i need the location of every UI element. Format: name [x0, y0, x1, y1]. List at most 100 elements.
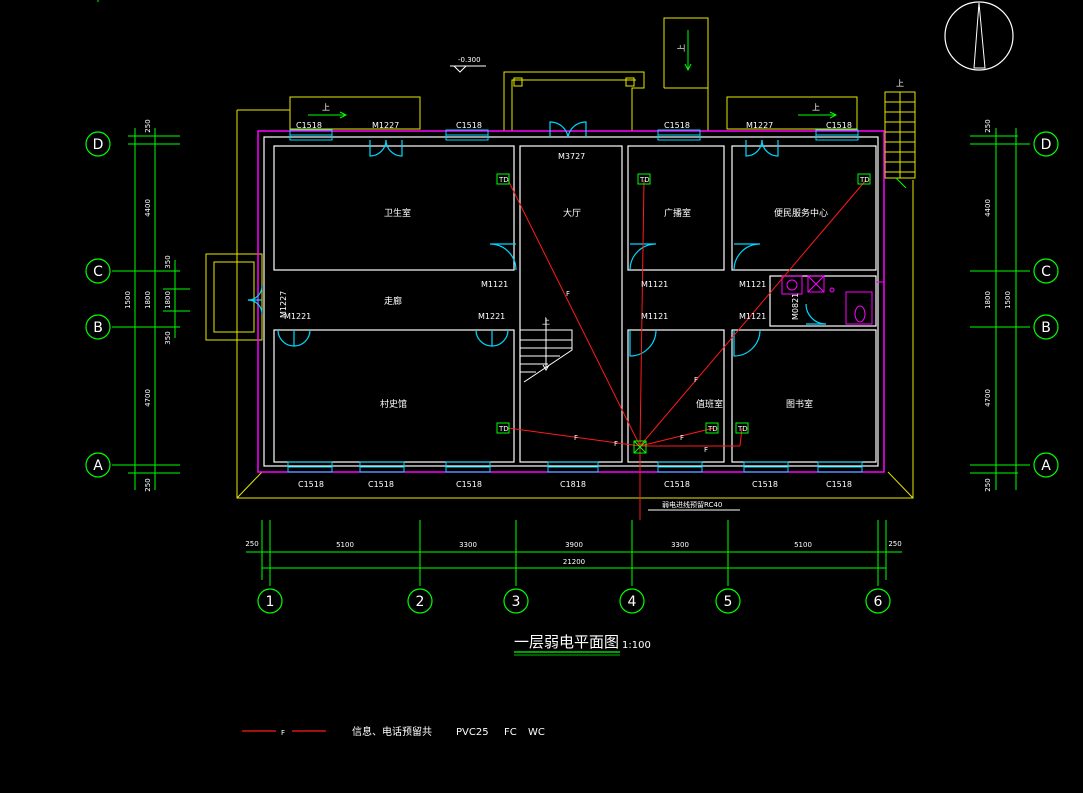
axis-label-row: A [93, 458, 103, 474]
stair-up-label: 上 [677, 44, 686, 52]
axis-label-row: D [1041, 137, 1052, 153]
wire-f-label: F [574, 434, 578, 442]
axis-label-col: 3 [512, 594, 521, 610]
legend-spec: PVC25 [456, 727, 489, 738]
dim-label: 5100 [794, 541, 812, 549]
socket-td-label: TD [498, 425, 509, 433]
dim-label: 4400 [144, 199, 152, 217]
door-label: M0821 [791, 293, 800, 320]
door-label: M1221 [478, 312, 505, 321]
stair-up-label: 上 [812, 103, 820, 112]
dim-label: 1800 [164, 291, 172, 309]
axis-label-col: 4 [628, 594, 637, 610]
wire-f-label: F [704, 446, 708, 454]
dim-label: 250 [245, 540, 258, 548]
drawing-title: 一层弱电平面图 [514, 633, 619, 651]
socket-td-label: TD [707, 425, 718, 433]
door-label: M3727 [558, 152, 585, 161]
room-broadcast: 广播室 [664, 207, 691, 219]
door-label: M1121 [641, 280, 668, 289]
wire-f-label: F [680, 434, 684, 442]
interior-stair [520, 318, 573, 383]
door-label: M1121 [739, 312, 766, 321]
dim-label: 350 [164, 331, 172, 344]
dim-label: 1500 [1004, 291, 1012, 309]
window-label: C1518 [456, 480, 482, 489]
elevation-mark [450, 65, 486, 73]
dim-total: 21200 [563, 558, 585, 566]
axis-label-col: 5 [724, 594, 733, 610]
up-arrow-icon [308, 30, 907, 189]
toilet-fixtures [781, 275, 884, 325]
wire-f-label: F [694, 376, 698, 384]
stair-up-label: 上 [542, 317, 550, 326]
door-label: M1121 [641, 312, 668, 321]
dim-label: 250 [984, 478, 992, 491]
window-label: C1518 [456, 121, 482, 130]
window-label: C1518 [664, 480, 690, 489]
door-label: M1221 [284, 312, 311, 321]
room-service: 便民服务中心 [774, 207, 828, 219]
legend-symbol: F [281, 729, 285, 737]
north-arrow-icon [944, 1, 1014, 71]
axis-label-col: 6 [874, 594, 883, 610]
window-label: C1518 [298, 480, 324, 489]
room-corridor: 走廊 [384, 295, 402, 307]
legend: F 信息、电话预留共 PVC25 FC WC [242, 725, 545, 738]
socket-td-label: TD [737, 425, 748, 433]
windows [287, 129, 863, 473]
weak-current-wiring [507, 179, 867, 520]
door-label: M1227 [279, 291, 288, 318]
axis-label-row: D [93, 137, 104, 153]
window-label: C1818 [560, 480, 586, 489]
legend-install: FC [504, 727, 517, 738]
door-label: M1227 [372, 121, 399, 130]
dim-label: 250 [888, 540, 901, 548]
dim-label: 3300 [459, 541, 477, 549]
apron-outline [205, 17, 916, 499]
dim-label: 250 [984, 119, 992, 132]
cable-note: 弱电进线预留RC40 [662, 500, 722, 509]
door-label: M1121 [481, 280, 508, 289]
dim-label: 1500 [124, 291, 132, 309]
room-hall: 大厅 [563, 207, 581, 219]
dim-label: 3300 [671, 541, 689, 549]
axis-label-row: B [1041, 320, 1051, 336]
exterior-stair [885, 92, 915, 178]
walls [263, 136, 879, 467]
dim-label: 5100 [336, 541, 354, 549]
drawing-scale: 1:100 [622, 640, 651, 651]
wire-f-label: F [614, 440, 618, 448]
room-duty: 值班室 [696, 398, 723, 410]
dim-label: 250 [144, 119, 152, 132]
legend-description: 信息、电话预留共 [352, 725, 432, 738]
socket-td-label: TD [639, 176, 650, 184]
socket-td-label: TD [498, 176, 509, 184]
axis-bubbles [85, 131, 1059, 614]
socket-td-label: TD [859, 176, 870, 184]
door-label: M1121 [739, 280, 766, 289]
door-label: M1227 [746, 121, 773, 130]
legend-install-2: WC [528, 727, 545, 738]
axis-label-row: A [1041, 458, 1051, 474]
room-history: 村史馆 [380, 398, 407, 410]
junction-box [633, 440, 647, 454]
axis-label-row: C [1041, 264, 1051, 280]
elevation-label: -0.300 [458, 56, 481, 64]
room-library: 图书室 [786, 398, 813, 410]
dim-label: 4400 [984, 199, 992, 217]
dim-label: 350 [164, 255, 172, 268]
window-label: C1518 [664, 121, 690, 130]
axis-label-row: C [93, 264, 103, 280]
stair-up-label: 上 [322, 103, 330, 112]
doors [247, 121, 827, 357]
axis-label-col: 2 [416, 594, 425, 610]
dim-label: 250 [144, 478, 152, 491]
dim-label: 3900 [565, 541, 583, 549]
axis-grid [97, 0, 1030, 586]
window-label: C1518 [752, 480, 778, 489]
dim-label: 4700 [984, 389, 992, 407]
td-socket-icon [496, 173, 871, 434]
room-toilet: 卫生室 [384, 207, 411, 219]
